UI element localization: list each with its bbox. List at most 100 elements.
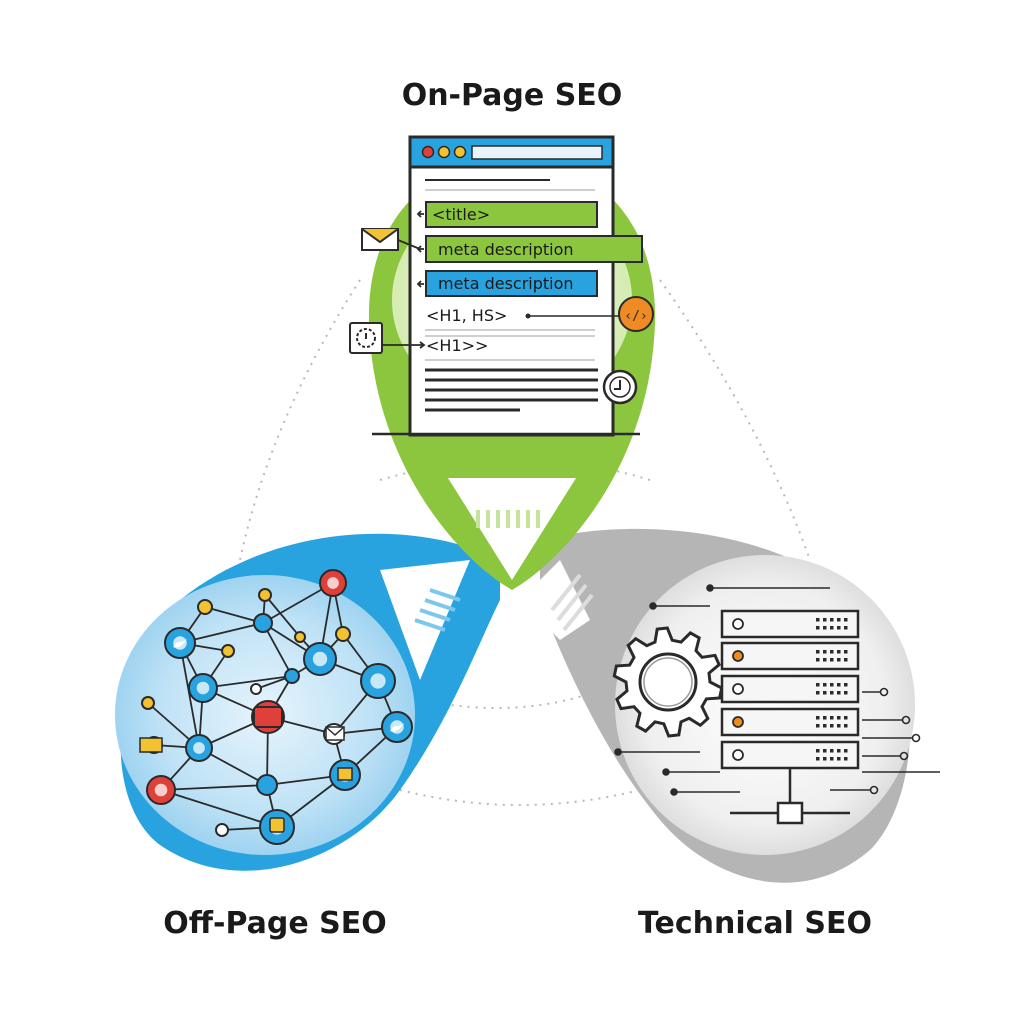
server-led xyxy=(732,618,744,630)
server-vent xyxy=(823,691,827,695)
server-vent xyxy=(837,757,841,761)
twitter-icon xyxy=(173,639,187,648)
server-led xyxy=(732,650,744,662)
server-vent xyxy=(823,626,827,630)
server-vent xyxy=(823,618,827,622)
network-node xyxy=(256,774,278,796)
server-vent xyxy=(816,757,820,761)
off-page-seo-label: Off-Page SEO xyxy=(163,906,387,941)
backlink-edge xyxy=(179,642,200,749)
network-node xyxy=(141,696,155,710)
window-minimize-dot xyxy=(437,145,451,159)
server-vent xyxy=(816,749,820,753)
gear-icon xyxy=(612,626,724,738)
node-glyph xyxy=(312,651,328,667)
server-unit xyxy=(720,641,860,671)
server-vent xyxy=(830,618,834,622)
server-vent xyxy=(837,749,841,753)
dotted-guides xyxy=(239,279,811,806)
chat-icon xyxy=(253,706,283,728)
technical-seo-label: Technical SEO xyxy=(638,906,872,941)
network-node xyxy=(253,613,273,633)
server-unit xyxy=(720,609,860,639)
network-node xyxy=(284,668,300,684)
thumbs-up-icon xyxy=(269,817,285,833)
server-vent xyxy=(837,691,841,695)
server-vent xyxy=(844,626,848,630)
server-vent xyxy=(830,650,834,654)
technical-lobe xyxy=(520,528,915,883)
server-vent xyxy=(844,749,848,753)
node-glyph xyxy=(154,783,168,797)
envelope-icon xyxy=(361,228,399,251)
server-vent xyxy=(837,724,841,728)
tag-title: <title> xyxy=(432,205,490,224)
backlink-network xyxy=(139,569,413,845)
server-rack-icon xyxy=(720,609,860,770)
server-vent xyxy=(830,757,834,761)
network-node xyxy=(221,644,235,658)
server-vent xyxy=(837,626,841,630)
share-icon xyxy=(139,737,163,753)
server-vent xyxy=(837,716,841,720)
address-bar xyxy=(471,145,603,160)
node-glyph xyxy=(193,742,205,754)
server-vent xyxy=(837,658,841,662)
server-vent xyxy=(844,691,848,695)
server-vent xyxy=(837,683,841,687)
node-glyph xyxy=(327,577,339,589)
server-vent xyxy=(837,650,841,654)
server-vent xyxy=(823,724,827,728)
timer-icon xyxy=(602,369,638,405)
server-vent xyxy=(830,724,834,728)
server-vent xyxy=(816,618,820,622)
code-icon: ‹/› xyxy=(618,296,654,332)
server-vent xyxy=(816,650,820,654)
server-vent xyxy=(844,757,848,761)
server-vent xyxy=(816,658,820,662)
backlink-edge xyxy=(204,606,264,624)
server-unit xyxy=(720,674,860,704)
circuit-lines xyxy=(614,584,940,796)
backlink-edge xyxy=(262,622,293,677)
server-vent xyxy=(844,618,848,622)
badge-icon xyxy=(337,767,353,781)
tag-meta-description-2: meta description xyxy=(438,274,574,293)
server-vent xyxy=(823,650,827,654)
network-node xyxy=(197,599,213,615)
backlink-edge xyxy=(264,594,301,638)
server-vent xyxy=(844,716,848,720)
server-vent xyxy=(823,749,827,753)
server-vent xyxy=(823,757,827,761)
server-vent xyxy=(816,716,820,720)
server-vent xyxy=(823,658,827,662)
tag-h1-hs: <H1, HS> xyxy=(426,306,507,325)
server-vent xyxy=(816,683,820,687)
server-unit xyxy=(720,707,860,737)
server-vent xyxy=(816,691,820,695)
server-vent xyxy=(830,626,834,630)
network-icon xyxy=(730,767,850,825)
page-mockup: <title> meta description meta descriptio… xyxy=(372,135,643,437)
clock-icon xyxy=(349,322,383,354)
server-vent xyxy=(816,626,820,630)
server-vent xyxy=(844,724,848,728)
server-vent xyxy=(823,716,827,720)
window-close-dot xyxy=(421,145,435,159)
server-vent xyxy=(830,716,834,720)
server-vent xyxy=(844,650,848,654)
network-node xyxy=(250,683,262,695)
network-node xyxy=(294,631,306,643)
server-vent xyxy=(830,658,834,662)
network-node xyxy=(215,823,229,837)
mail-flap xyxy=(325,726,345,737)
server-vent xyxy=(823,683,827,687)
server-led xyxy=(732,749,744,761)
tag-h1: <H1>> xyxy=(426,336,488,355)
on-page-seo-label: On-Page SEO xyxy=(401,78,623,113)
backlink-edge xyxy=(160,789,278,828)
server-vent xyxy=(844,658,848,662)
server-vent xyxy=(830,691,834,695)
server-vent xyxy=(816,724,820,728)
